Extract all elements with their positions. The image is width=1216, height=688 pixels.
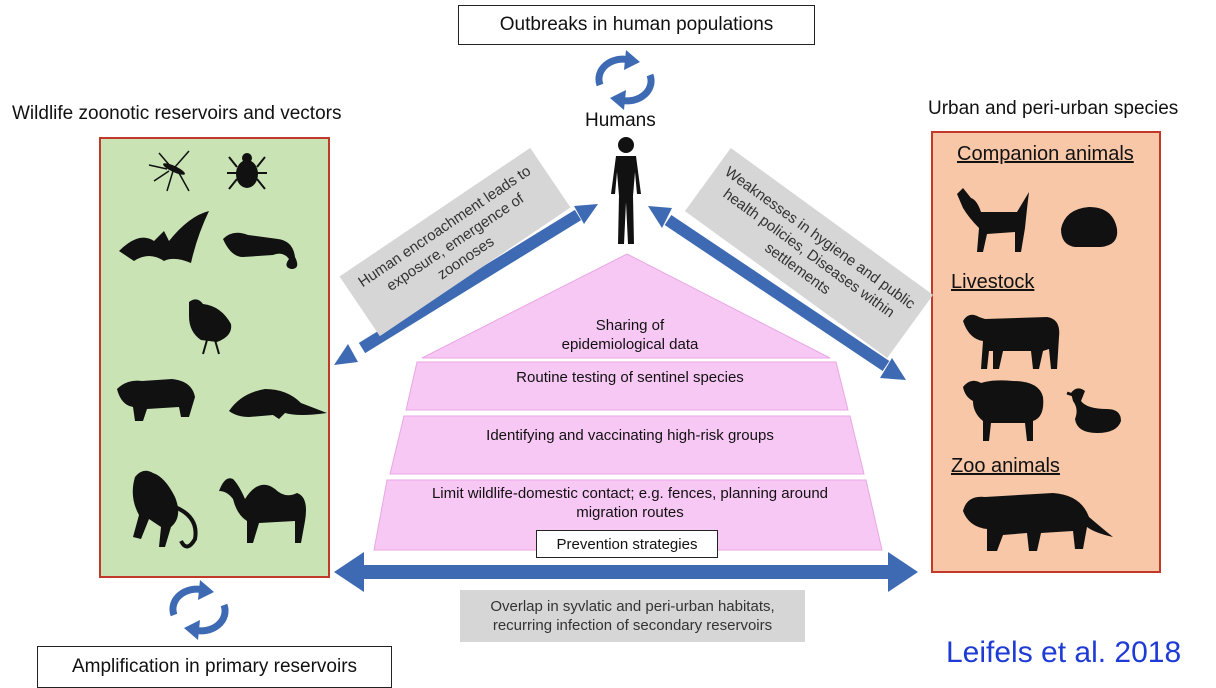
wildlife-panel — [99, 137, 330, 578]
civet-icon — [223, 232, 298, 269]
tier-label-3: Identifying and vaccinating high-risk gr… — [486, 426, 774, 444]
cow-icon — [963, 314, 1060, 369]
monkey-icon — [132, 470, 198, 549]
companion-heading: Companion animals — [957, 143, 1134, 165]
prevention-caption-text: Prevention strategies — [556, 535, 698, 553]
pyramid-shape — [373, 253, 883, 551]
prevention-caption: Prevention strategies — [536, 530, 718, 558]
left-exposure-arrow — [334, 204, 598, 365]
urban-panel: Companion animals Livestock Zoo animals — [931, 131, 1161, 573]
quail-icon — [189, 299, 232, 355]
humans-label: Humans — [585, 110, 656, 131]
habitat-note: Overlap in syvlatic and peri-urban habit… — [460, 590, 805, 642]
habitat-overlap-arrow — [334, 552, 918, 592]
tier-label-2: Routine testing of sentinel species — [516, 368, 744, 386]
habitat-note-text: Overlap in syvlatic and peri-urban habit… — [490, 598, 775, 634]
pyramid-tier-4 — [373, 479, 883, 551]
amplification-label: Amplification in primary reservoirs — [71, 656, 358, 677]
wild-boar-icon — [117, 379, 195, 421]
zoo-heading: Zoo animals — [951, 455, 1060, 477]
dog-icon — [957, 188, 1029, 252]
bat-icon — [119, 211, 209, 263]
wildlife-heading: Wildlife zoonotic reservoirs and vectors — [12, 103, 342, 124]
citation: Leifels et al. 2018 — [946, 636, 1182, 669]
outbreaks-label: Outbreaks in human populations — [499, 14, 774, 35]
mosquito-icon — [148, 150, 190, 192]
pyramid-tier-top — [421, 253, 831, 359]
pangolin-icon — [229, 389, 327, 419]
tick-icon — [227, 153, 267, 190]
outbreaks-box: Outbreaks in human populations — [458, 5, 815, 45]
guinea-pig-icon — [1061, 207, 1118, 247]
duck-icon — [1066, 388, 1121, 433]
right-settlement-arrow — [648, 206, 906, 380]
human-cycle-icon — [595, 50, 655, 110]
sheep-icon — [963, 380, 1044, 441]
wildlife-animals — [117, 150, 327, 549]
camel-icon — [219, 478, 306, 543]
reservoir-cycle-icon — [169, 580, 229, 640]
amplification-box: Amplification in primary reservoirs — [37, 646, 392, 688]
livestock-heading: Livestock — [951, 271, 1035, 293]
human-icon — [611, 137, 641, 244]
tiger-icon — [963, 493, 1113, 551]
pyramid-tier-3 — [389, 415, 865, 475]
urban-animals — [957, 188, 1121, 551]
prevention-pyramid: Sharing of epidemiological data Routine … — [370, 250, 890, 560]
pyramid-tier-2 — [405, 361, 849, 411]
tier-label-4: Limit wildlife-domestic contact; e.g. fe… — [431, 485, 829, 521]
urban-heading: Urban and peri-urban species — [928, 98, 1179, 119]
tier-label-top: Sharing of epidemiological data — [561, 317, 699, 353]
